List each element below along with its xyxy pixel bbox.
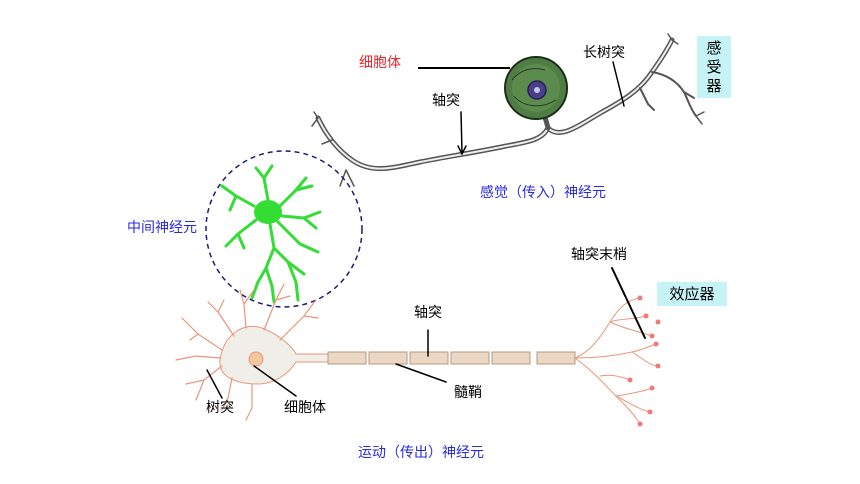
- sensory-cell-body: [504, 56, 568, 120]
- axon-pointer-sensory: [460, 111, 463, 153]
- motor-neuron: [175, 267, 661, 427]
- motor-axon-label: 轴突: [414, 305, 442, 321]
- sensory-cell-body-label: 细胞体: [359, 55, 401, 71]
- motor-cell-body: [219, 325, 331, 385]
- myelin-label: 髓鞘: [454, 385, 482, 401]
- sensory-neuron-label: 感觉（传入）神经元: [480, 185, 606, 201]
- myelin-pointer: [395, 363, 447, 383]
- interneuron-label: 中间神经元: [127, 220, 197, 236]
- receptor-char: 受: [706, 57, 722, 76]
- sensory-axon-label: 轴突: [432, 93, 460, 109]
- sensory-neuron: [311, 33, 705, 187]
- axon-terminal-label: 轴突末梢: [571, 247, 627, 263]
- motor-neuron-label: 运动（传出）神经元: [358, 445, 484, 461]
- receptor-box: 感 受 器: [697, 36, 731, 98]
- dendrite-label: 树突: [206, 400, 234, 416]
- long-dendrite-label: 长树突: [583, 45, 625, 61]
- interneuron: [220, 164, 322, 304]
- myelin-sheath: [327, 351, 576, 365]
- axon-terminal-pointer: [611, 267, 646, 339]
- receptor-char: 感: [706, 38, 722, 57]
- interneuron-dashed-circle: [205, 150, 363, 308]
- motor-cell-body-label: 细胞体: [284, 400, 326, 416]
- receptor-char: 器: [706, 76, 722, 95]
- effector-box: 效应器: [657, 282, 727, 306]
- axon-terminals: [574, 297, 659, 425]
- long-dendrite-pointer: [612, 61, 625, 107]
